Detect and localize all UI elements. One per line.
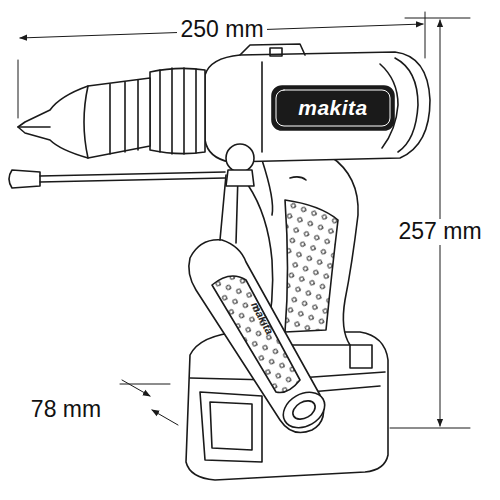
dimension-text: 250 mm	[177, 17, 266, 42]
brand-logo: makita	[298, 96, 368, 119]
dimension-text: 78 mm	[28, 397, 104, 422]
depth-rod	[9, 144, 254, 188]
pistol-grip	[248, 156, 358, 345]
side-handle	[189, 175, 331, 435]
chuck-assembly	[18, 68, 205, 158]
logo-badge	[272, 86, 394, 130]
dimension-text: 257 mm	[395, 219, 484, 244]
